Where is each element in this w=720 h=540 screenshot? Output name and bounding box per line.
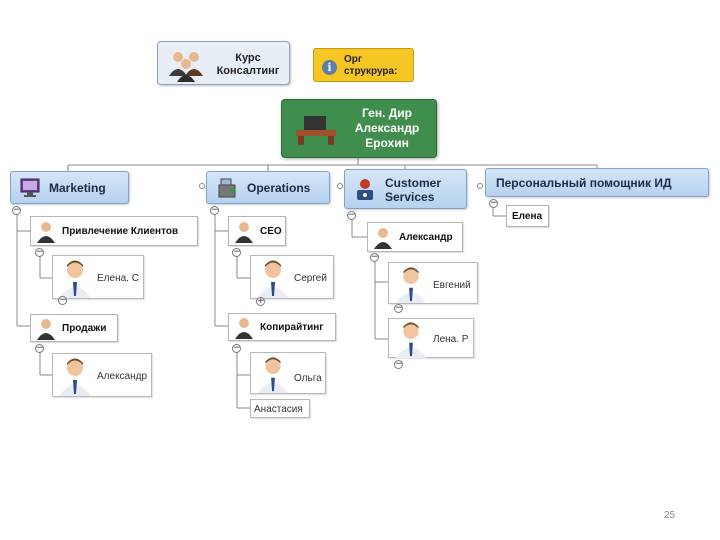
department-customer-services[interactable]: Customer Services <box>344 169 467 209</box>
course-consulting-box[interactable]: Курс Консалтинг <box>157 41 290 85</box>
member-name: Ольга <box>294 373 322 384</box>
employee-avatar-icon <box>257 357 289 393</box>
user-lock-icon <box>357 179 373 200</box>
employee-avatar-icon <box>395 322 427 358</box>
role-node-alexander-cs[interactable]: Александр <box>367 222 463 252</box>
course-consulting-label: Курс Консалтинг <box>216 52 280 77</box>
person-icon <box>235 318 253 339</box>
org-structure-label: Орг струкрура: <box>344 54 398 77</box>
collapse-toggle[interactable]: − <box>489 198 498 208</box>
collapse-toggle[interactable]: − <box>232 343 241 353</box>
department-label: Customer Services <box>385 176 442 204</box>
member-name: Лена. Р <box>433 334 469 345</box>
root-node-ceo[interactable]: Ген. Дир Александр Ерохин <box>281 99 437 158</box>
person-icon <box>235 222 253 243</box>
role-node-sales[interactable]: Продажи <box>30 314 118 342</box>
collapse-toggle[interactable]: − <box>210 205 219 215</box>
role-node-copywriting[interactable]: Копирайтинг <box>228 313 336 341</box>
role-node-elena-assistant[interactable]: Елена <box>506 205 549 227</box>
org-structure-note[interactable]: i Орг струкрура: <box>313 48 414 82</box>
department-label: Operations <box>247 181 311 195</box>
role-node-ceo[interactable]: CEO <box>228 216 286 246</box>
member-alexander-sales[interactable]: Александр <box>52 353 152 397</box>
role-label: Копирайтинг <box>260 322 324 333</box>
employee-avatar-icon <box>59 358 91 396</box>
office-desk-icon <box>296 116 336 145</box>
member-name: Евгений <box>433 280 471 291</box>
role-label: Привлечение Клиентов <box>62 226 179 237</box>
cash-register-icon <box>218 178 236 198</box>
root-title: Ген. Дир Александр Ерохин <box>354 106 420 150</box>
department-label: Персональный помощник ИД <box>496 176 672 190</box>
people-group-icon <box>169 52 203 82</box>
page-number: 25 <box>664 510 676 521</box>
member-name: Александр <box>97 371 148 382</box>
member-olga[interactable]: Ольга <box>250 352 326 394</box>
collapse-toggle[interactable]: − <box>347 210 356 220</box>
collapse-toggle[interactable]: − <box>394 303 403 313</box>
member-lena-r[interactable]: Лена. Р <box>388 318 474 358</box>
employee-avatar-icon <box>257 260 289 298</box>
role-node-client-acquisition[interactable]: Привлечение Клиентов <box>30 216 198 246</box>
member-name: Анастасия <box>254 404 303 415</box>
member-name: Елена. С <box>97 273 139 284</box>
collapse-toggle[interactable]: − <box>58 295 67 305</box>
member-name: Сергей <box>294 273 327 284</box>
member-elena-s[interactable]: Елена. С <box>52 255 144 299</box>
info-icon: i <box>322 60 337 75</box>
collapse-toggle[interactable]: − <box>232 247 241 257</box>
monitor-icon <box>20 178 40 197</box>
person-icon <box>37 222 55 243</box>
member-evgeny[interactable]: Евгений <box>388 262 478 304</box>
collapse-toggle[interactable]: − <box>370 252 379 262</box>
collapse-toggle[interactable]: − <box>35 247 44 257</box>
department-label: Marketing <box>49 181 106 195</box>
collapse-toggle[interactable]: − <box>12 205 21 215</box>
role-label: Продажи <box>62 323 107 334</box>
collapse-toggle[interactable]: − <box>394 359 403 369</box>
role-label: Александр <box>399 232 453 243</box>
member-sergey[interactable]: Сергей <box>250 255 334 299</box>
role-label: CEO <box>260 226 282 237</box>
person-icon <box>374 228 392 249</box>
department-operations[interactable]: Operations <box>206 171 330 204</box>
employee-avatar-icon <box>59 260 91 298</box>
collapse-toggle[interactable]: − <box>35 343 44 353</box>
member-anastasia[interactable]: Анастасия <box>250 399 310 418</box>
person-icon <box>37 319 55 340</box>
employee-avatar-icon <box>395 267 427 303</box>
role-label: Елена <box>512 211 543 222</box>
department-personal-assistant[interactable]: Персональный помощник ИД <box>485 168 709 197</box>
department-marketing[interactable]: Marketing <box>10 171 129 204</box>
expand-toggle[interactable]: + <box>256 296 265 306</box>
